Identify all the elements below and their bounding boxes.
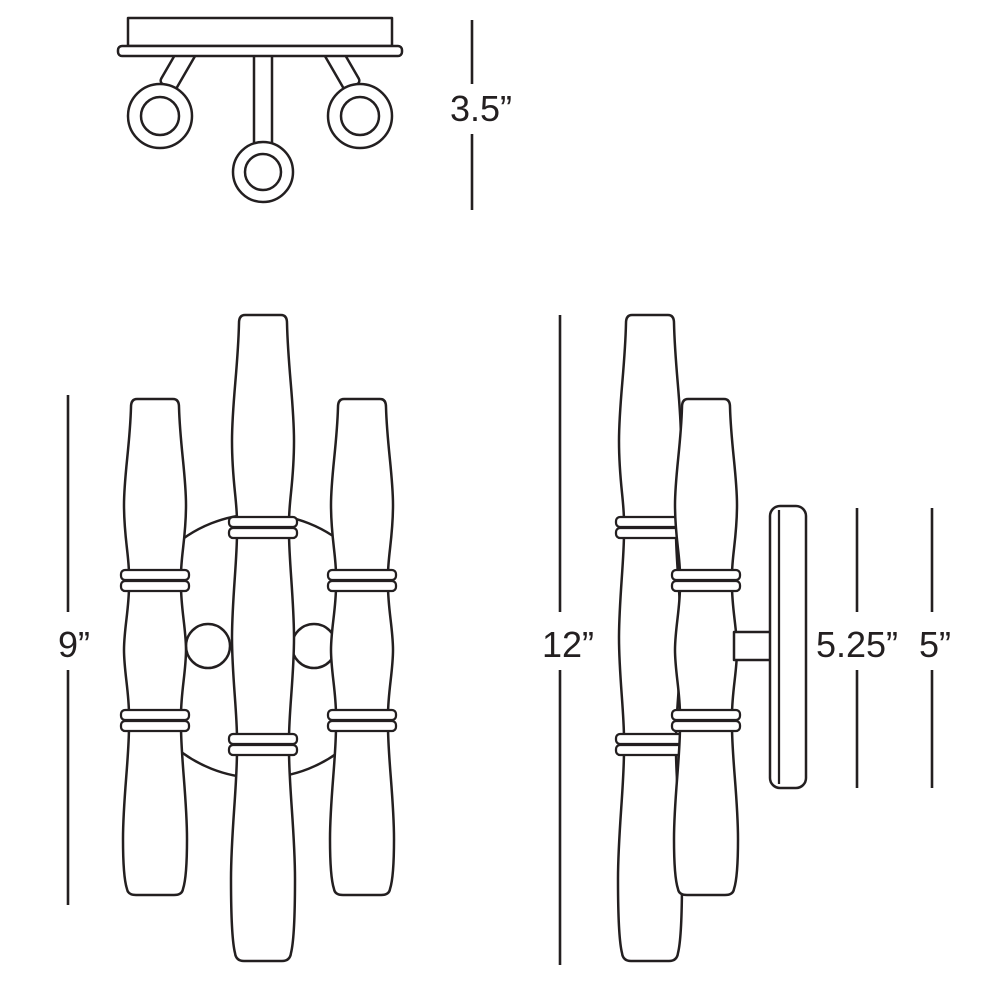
dimension-label-3-5: 3.5”: [450, 88, 512, 129]
front-view: [119, 313, 398, 963]
center-socket-ring-inner: [243, 152, 283, 192]
center-socket-stem: [252, 46, 274, 152]
right-connector-hub: [290, 622, 338, 670]
front-left-bamboo-tube: [119, 397, 191, 897]
wall-plate-profile: [768, 504, 808, 790]
side-front-bamboo-tube: [670, 397, 742, 897]
right-socket-ring-inner: [339, 95, 381, 137]
dimension-top-view-height: 3.5”: [450, 20, 512, 210]
dimension-backplate-height: 5.25”: [816, 508, 898, 788]
side-view: [614, 313, 808, 963]
dimension-label-5: 5”: [919, 624, 951, 665]
dimension-label-9: 9”: [58, 624, 90, 665]
front-right-bamboo-tube: [326, 397, 398, 897]
mounting-plate-flange: [116, 44, 404, 58]
dimension-label-12: 12”: [542, 624, 594, 665]
left-connector-hub: [184, 622, 232, 670]
dimension-backplate-width: 5”: [919, 508, 951, 788]
left-socket-ring-inner: [139, 95, 181, 137]
dimension-side-tube-height: 9”: [58, 395, 90, 905]
front-center-bamboo-tube: [227, 313, 299, 963]
top-view: [116, 16, 404, 204]
side-connector-arm: [732, 630, 776, 662]
dimension-label-5-25: 5.25”: [816, 624, 898, 665]
mounting-plate: [126, 16, 394, 48]
dimension-overall-height: 12”: [542, 315, 594, 965]
